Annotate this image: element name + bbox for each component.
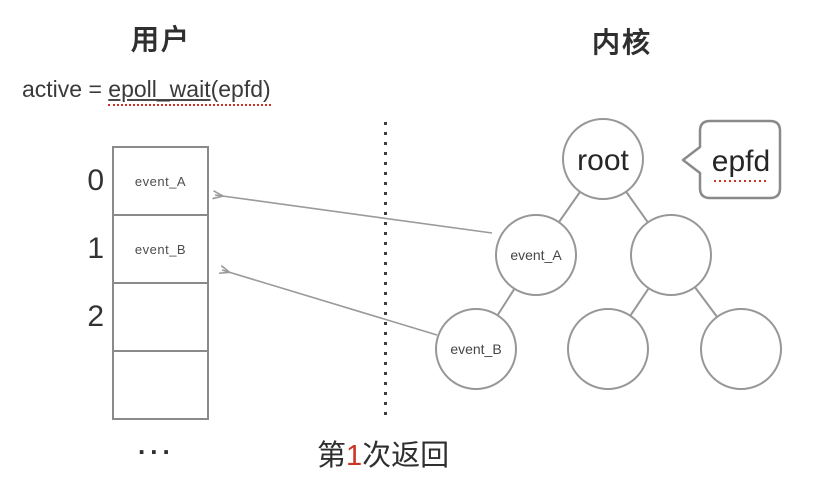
tree-node-root [562, 118, 644, 200]
user-space-heading: 用户 [131, 24, 192, 55]
formula-args: (epfd) [210, 76, 271, 102]
return-count-caption: 第1次返回 [317, 432, 449, 474]
array-index-label: 2 [87, 300, 104, 333]
formula-prefix: active = [22, 76, 109, 102]
array-row-0: 0 event_A [87, 148, 207, 216]
tree-node-eventA [495, 214, 577, 296]
array-index-label: 0 [87, 164, 104, 197]
caption-suffix: 次返回 [362, 440, 450, 472]
eventA-node-label: event_A [510, 247, 562, 263]
tree-node-empty-right [630, 214, 712, 296]
formula-call: epoll_wait(epfd) [108, 76, 271, 106]
array-row-2: 2 [87, 284, 207, 352]
caption-number: 1 [346, 440, 363, 472]
root-node-label: root [577, 144, 629, 177]
active-events-array: 0 event_A 1 event_B 2 [87, 146, 209, 420]
array-row-1: 1 event_B [87, 216, 207, 284]
tree-node-empty-rightmost [700, 308, 782, 390]
epfd-callout-bubble [681, 119, 782, 200]
epoll-wait-formula: active = epoll_wait(epfd) [22, 76, 271, 106]
arrow-eventA-to-cell0 [215, 195, 493, 234]
array-cell-value: event_A [134, 173, 187, 189]
tree-node-empty-mid [567, 308, 649, 390]
array-ellipsis: ... [138, 430, 175, 460]
tree-node-eventB [435, 308, 517, 390]
formula-function-name: epoll_wait [108, 76, 211, 102]
caption-prefix: 第 [317, 440, 347, 472]
eventB-node-label: event_B [450, 341, 501, 357]
arrow-eventB-to-cell1 [222, 270, 438, 336]
array-index-label: 1 [87, 232, 104, 265]
user-kernel-divider-dotted-line [384, 122, 387, 422]
epfd-bubble-label: epfd [712, 145, 770, 178]
kernel-space-heading: 内核 [592, 27, 653, 58]
array-cell-value: event_B [134, 241, 187, 257]
